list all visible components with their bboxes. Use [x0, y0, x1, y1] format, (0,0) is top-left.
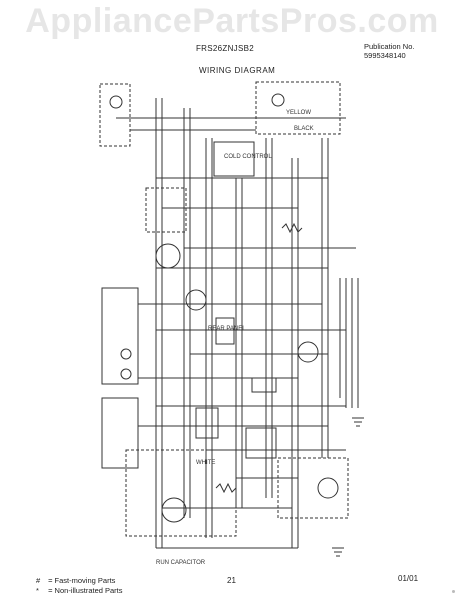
ice-maker-motor-icon	[297, 341, 319, 363]
legend-symbol: *	[36, 586, 39, 595]
heater-coil-icon-2	[215, 482, 237, 494]
light-bulb-icon-2	[271, 93, 285, 107]
white-label: WHITE	[196, 460, 215, 466]
wiring-diagram: COLD CONTROL REAR PANEL WHITE BLACK YELL…	[96, 78, 376, 578]
legend-text: = Fast-moving Parts	[48, 576, 116, 585]
cold-control-box	[213, 141, 255, 177]
cold-control-label: COLD CONTROL	[224, 154, 272, 160]
dispenser-motor-icon	[317, 477, 339, 499]
compressor-box	[125, 449, 237, 537]
ground-icon-2	[332, 547, 344, 557]
legend-text: = Non-illustrated Parts	[48, 586, 123, 595]
legend-item-non-illustrated: * = Non-illustrated Parts	[36, 586, 123, 596]
terminal-icon-2	[120, 368, 132, 380]
model-number: FRS26ZNJSB2	[196, 44, 254, 53]
relay-icon	[195, 407, 219, 439]
black-label: BLACK	[294, 126, 314, 132]
light-bulb-icon	[109, 95, 123, 109]
publication-block: Publication No. 5995348140	[364, 42, 414, 60]
watermark: AppliancePartsPros.com	[25, 2, 439, 40]
damper-icon	[215, 317, 235, 345]
heater-coil-icon	[281, 222, 303, 234]
dispenser-box	[277, 457, 349, 519]
revision-date: 01/01	[398, 574, 419, 583]
compressor-icon	[161, 497, 187, 523]
defrost-control-box	[101, 287, 139, 385]
yellow-label: YELLOW	[286, 110, 311, 116]
fan-motor-icon	[155, 243, 181, 269]
rear-panel-label: REAR PANEL	[208, 326, 246, 332]
diagram-title: WIRING DIAGRAM	[199, 66, 276, 75]
defrost-timer-icon	[245, 427, 277, 459]
evaporator-fan-box	[145, 187, 187, 233]
publication-label: Publication No.	[364, 42, 415, 51]
legend-item-fast-moving: # = Fast-moving Parts	[36, 576, 123, 586]
publication-number: 5995348140	[364, 51, 406, 60]
run-capacitor-label: RUN CAPACITOR	[156, 560, 206, 566]
terminal-icon	[120, 348, 132, 360]
legend-symbol: #	[36, 576, 41, 585]
condenser-fan-icon	[185, 289, 207, 311]
overload-box	[101, 397, 139, 469]
light-switch-box	[99, 83, 131, 147]
legend: # = Fast-moving Parts * = Non-illustrate…	[36, 576, 123, 596]
page-number: 21	[227, 576, 236, 585]
light-switch-box-2	[255, 81, 341, 135]
heater-icon	[251, 377, 277, 393]
ground-icon	[352, 417, 364, 427]
corner-mark	[452, 590, 455, 593]
wiring-diagram-svg: COLD CONTROL REAR PANEL WHITE BLACK YELL…	[99, 81, 364, 566]
